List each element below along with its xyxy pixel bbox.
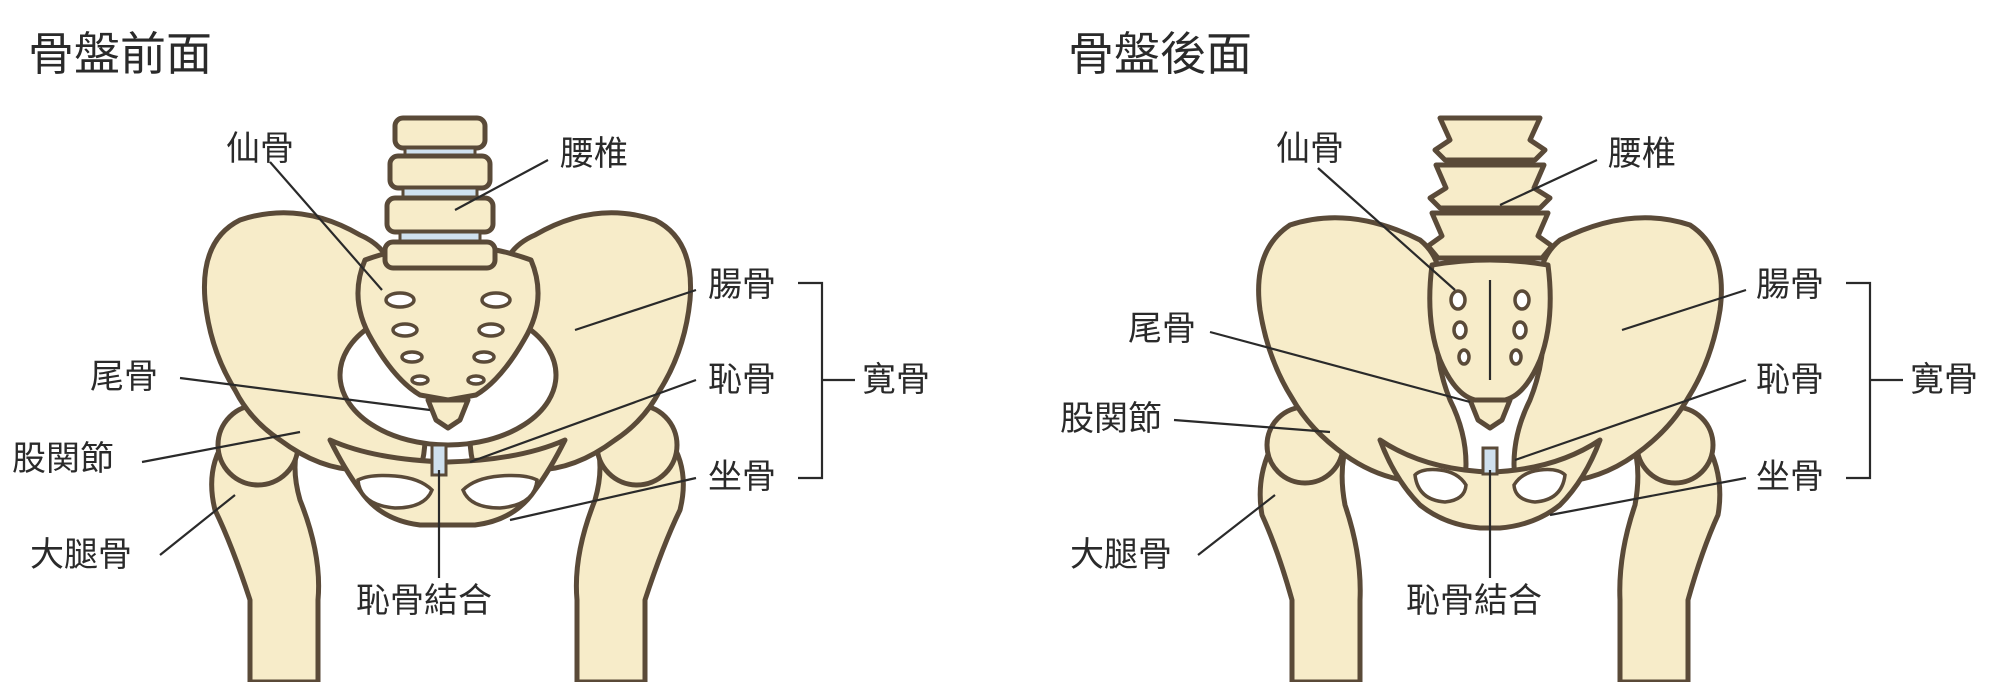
back-label-coccyx: 尾骨 — [1128, 309, 1196, 349]
front-label-ilium: 腸骨 — [708, 265, 776, 305]
front-label-sacrum: 仙骨 — [226, 129, 294, 169]
back-label-hipbone: 寛骨 — [1910, 360, 1978, 400]
front-right-obturator-foramen — [460, 473, 539, 510]
back-right-obturator-foramen — [1512, 467, 1567, 504]
front-label-symphysis: 恥骨結合 — [356, 581, 492, 621]
front-coccyx — [425, 397, 471, 431]
back-panel: 骨盤後面 — [1060, 27, 1978, 682]
back-title: 骨盤後面 — [1068, 27, 1252, 81]
back-sacral-foramina — [1449, 280, 1531, 380]
back-leaders — [1173, 159, 1903, 578]
back-label-symphysis: 恥骨結合 — [1406, 581, 1542, 621]
back-illustration — [1256, 115, 1724, 682]
back-label-pubis: 恥骨 — [1756, 360, 1824, 400]
front-label-femur: 大腿骨 — [30, 535, 132, 575]
front-label-lumbar: 腰椎 — [560, 134, 628, 174]
front-label-hipbone: 寛骨 — [862, 360, 930, 400]
front-label-coccyx: 尾骨 — [90, 357, 158, 397]
back-left-obturator-foramen — [1413, 467, 1468, 504]
back-label-femur: 大腿骨 — [1070, 535, 1172, 575]
back-label-ilium: 腸骨 — [1756, 265, 1824, 305]
back-label-lumbar: 腰椎 — [1608, 134, 1676, 174]
front-label-ischium: 坐骨 — [708, 457, 776, 497]
back-label-ischium: 坐骨 — [1756, 457, 1824, 497]
front-leaders — [141, 159, 855, 578]
front-panel: 骨盤前面 — [12, 27, 930, 682]
front-left-obturator-foramen — [356, 473, 435, 510]
front-illustration — [201, 115, 694, 682]
front-lumbar-vertebrae — [382, 115, 498, 271]
front-title: 骨盤前面 — [28, 27, 212, 81]
front-label-pubis: 恥骨 — [708, 360, 776, 400]
front-label-hipjoint: 股関節 — [12, 439, 114, 479]
back-lumbar-vertebrae — [1425, 115, 1555, 261]
back-label-sacrum: 仙骨 — [1276, 129, 1344, 169]
back-coccyx — [1467, 397, 1513, 431]
front-sacral-foramina — [384, 291, 512, 386]
back-label-hipjoint: 股関節 — [1060, 399, 1162, 439]
